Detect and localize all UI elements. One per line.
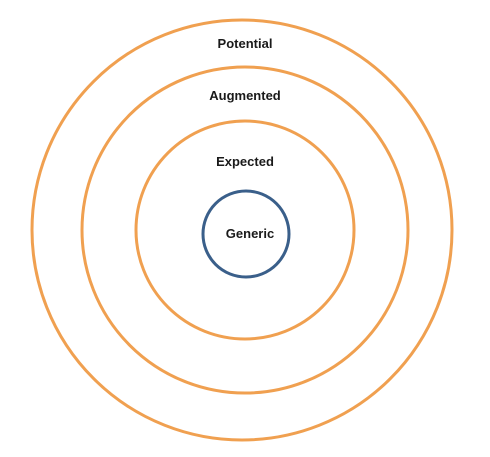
ring-potential (30, 18, 454, 442)
ring-expected (134, 119, 356, 341)
label-expected: Expected (216, 154, 274, 169)
label-augmented: Augmented (209, 88, 281, 103)
ring-generic (201, 189, 291, 279)
label-generic: Generic (226, 226, 274, 241)
ring-augmented (80, 65, 410, 395)
label-potential: Potential (218, 36, 273, 51)
